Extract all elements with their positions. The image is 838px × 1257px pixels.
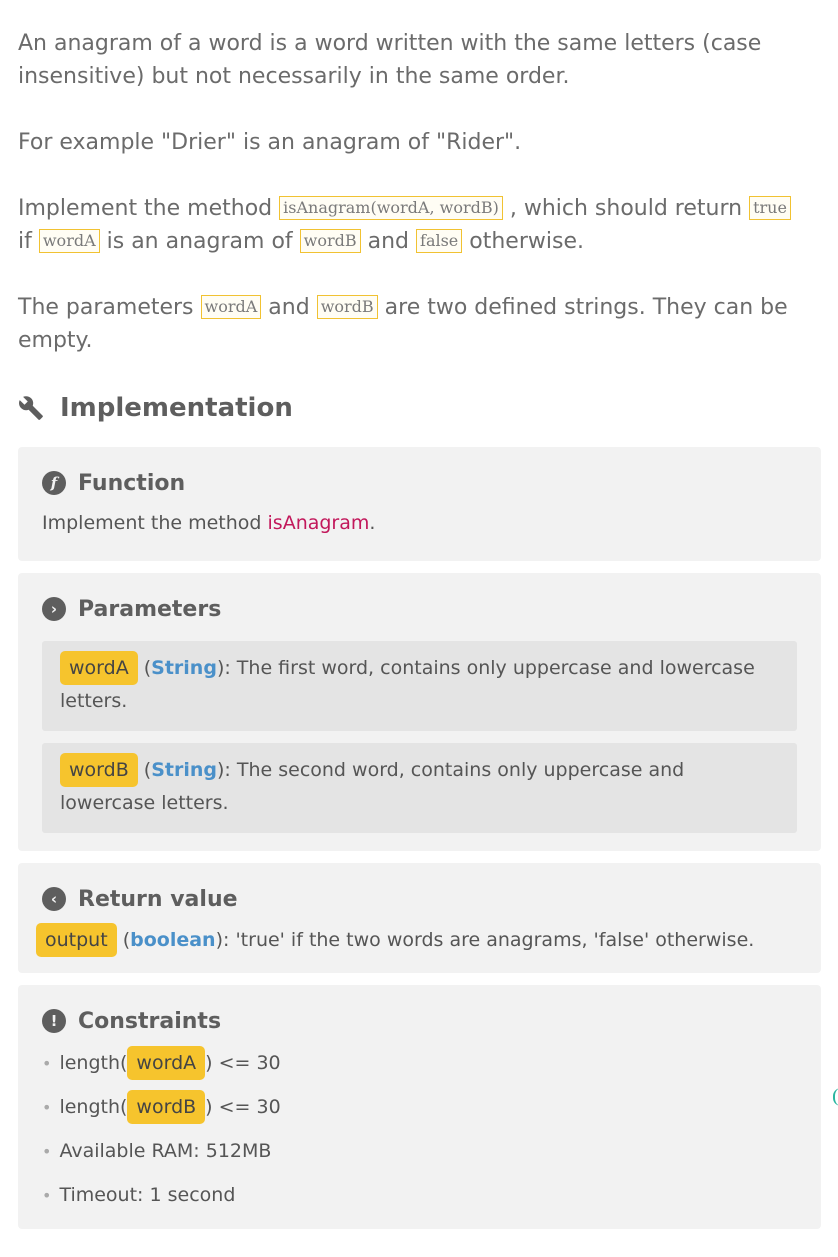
code-wordb: wordB <box>316 295 378 319</box>
function-description: Implement the method isAnagram. <box>42 512 376 534</box>
constraint-item: • Timeout: 1 second <box>42 1184 236 1206</box>
return-name-chip: output <box>36 923 117 957</box>
intro-paragraph-definition: An anagram of a word is a word written w… <box>18 31 762 89</box>
bullet-icon: • <box>42 1053 52 1073</box>
intro-paragraph-example: For example "Drier" is an anagram of "Ri… <box>18 130 522 155</box>
return-value-description: output (boolean): 'true' if the two word… <box>36 923 797 957</box>
implementation-header: Implementation <box>18 387 821 429</box>
wrench-icon <box>19 396 43 420</box>
constraints-panel-title: ! Constraints <box>42 1003 797 1039</box>
constraints-panel: ! Constraints • length(wordA) <= 30 • le… <box>18 985 821 1229</box>
constraint-chip: wordA <box>127 1046 206 1080</box>
code-wordb: wordB <box>299 229 361 253</box>
parameter-type: String <box>151 759 217 781</box>
code-worda: wordA <box>38 229 100 253</box>
code-signature: isAnagram(wordA, wordB) <box>279 196 503 220</box>
constraints-list: • length(wordA) <= 30 • length(wordB) <=… <box>42 1041 797 1217</box>
intro-paragraph-task: Implement the method isAnagram(wordA, wo… <box>18 192 821 258</box>
bullet-icon: • <box>42 1185 52 1205</box>
parameter-item: wordA (String): The first word, contains… <box>42 641 797 731</box>
chevron-right-icon: › <box>42 597 66 621</box>
parameters-panel-title: › Parameters <box>42 591 797 627</box>
function-panel-title: f Function <box>42 465 797 501</box>
return-type: boolean <box>130 929 216 951</box>
chevron-left-icon: ‹ <box>42 887 66 911</box>
constraint-item: • length(wordB) <= 30 <box>42 1085 797 1129</box>
code-false: false <box>416 229 463 253</box>
intro-paragraph-parameters: The parameters wordA and wordB are two d… <box>18 295 788 353</box>
implementation-title: Implementation <box>60 393 293 423</box>
parameter-name-chip: wordB <box>60 753 138 787</box>
function-icon: f <box>42 471 66 495</box>
constraint-chip: wordB <box>127 1090 206 1124</box>
scroll-edge-handle[interactable] <box>833 1088 838 1106</box>
problem-statement: An anagram of a word is a word written w… <box>18 27 821 1241</box>
constraint-item: • Available RAM: 512MB <box>42 1140 272 1162</box>
bullet-icon: • <box>42 1097 52 1117</box>
bullet-icon: • <box>42 1141 52 1161</box>
return-value-panel-title: ‹ Return value <box>42 881 797 917</box>
function-panel: f Function Implement the method isAnagra… <box>18 447 821 561</box>
parameters-panel: › Parameters wordA (String): The first w… <box>18 573 821 851</box>
constraint-item: • length(wordA) <= 30 <box>42 1041 797 1085</box>
return-value-panel: ‹ Return value output (boolean): 'true' … <box>18 863 821 973</box>
code-true: true <box>749 196 791 220</box>
parameter-item: wordB (String): The second word, contain… <box>42 743 797 833</box>
exclamation-icon: ! <box>42 1009 66 1033</box>
function-name: isAnagram <box>267 512 370 534</box>
parameter-name-chip: wordA <box>60 651 138 685</box>
code-worda: wordA <box>200 295 262 319</box>
parameter-type: String <box>151 657 217 679</box>
